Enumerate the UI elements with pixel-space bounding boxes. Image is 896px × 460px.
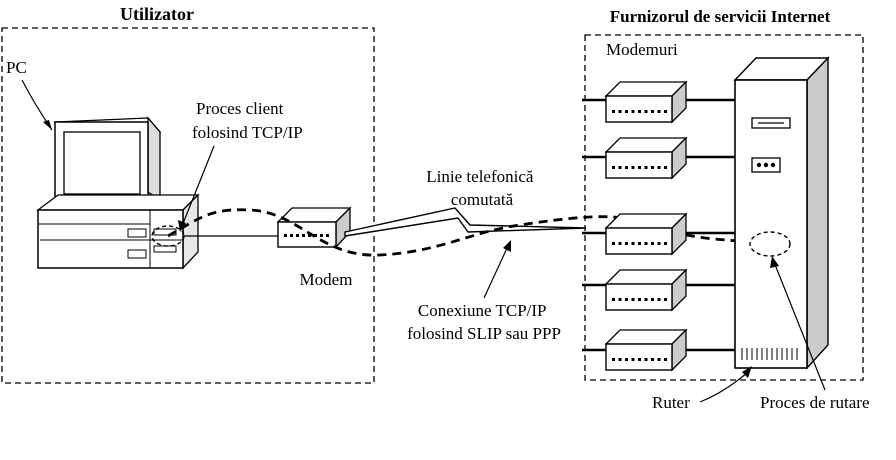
user-modem-icon — [276, 206, 352, 249]
isp-modem-icon — [604, 212, 688, 256]
tcpip-connection-label: Conexiune TCP/IP folosind SLIP sau PPP — [407, 301, 561, 343]
isp-modem-stack — [604, 80, 688, 372]
routing-process-arrow — [773, 261, 826, 391]
routing-process-ellipse — [749, 231, 791, 257]
client-process-label: Proces client folosind TCP/IP — [192, 99, 303, 142]
pc-label: PC — [6, 58, 27, 77]
routing-process-arrow-head — [770, 256, 779, 268]
isp-modem-icon — [604, 80, 688, 124]
client-process-arrow — [181, 145, 215, 227]
pc-arrow-head — [43, 120, 52, 130]
routing-process-label: Proces de rutare — [760, 393, 870, 412]
client-process-arrow-head — [178, 220, 186, 232]
router-tower-icon — [733, 56, 830, 370]
isp-section-box — [584, 34, 864, 381]
phone-line — [344, 207, 587, 237]
router-arrow-head — [742, 366, 752, 378]
isp-section-title: Furnizorul de servicii Internet — [610, 7, 831, 26]
user-section-title: Utilizator — [120, 4, 194, 24]
isp-modem-icon — [604, 136, 688, 180]
router-label: Ruter — [652, 393, 690, 412]
phone-line-label: Linie telefonică comutată — [426, 167, 537, 209]
tcpip-connection-arrow — [483, 245, 509, 299]
isp-modem-icon — [604, 268, 688, 312]
modem-label: Modem — [300, 270, 353, 289]
modems-label: Modemuri — [606, 40, 678, 59]
tcpip-connection-arrow-head — [503, 240, 511, 252]
isp-modem-icon — [604, 328, 688, 372]
router-arrow — [699, 371, 749, 403]
user-section-box — [1, 27, 375, 384]
